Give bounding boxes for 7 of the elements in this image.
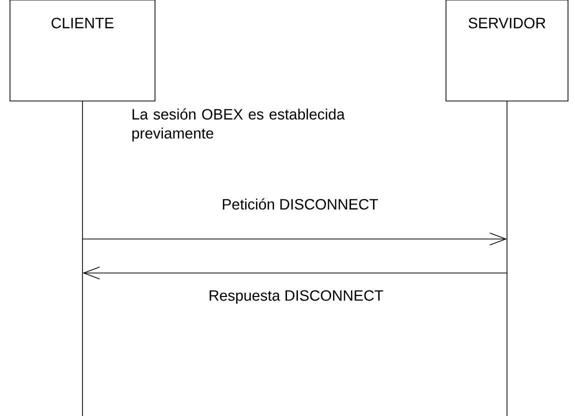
note-text: La sesión OBEX es establecida previamente (132, 108, 345, 142)
participant-box: CLIENTE (10, 0, 156, 102)
participant-box: SERVIDOR (446, 0, 568, 102)
message-arrow (82, 232, 507, 246)
message-arrow (82, 266, 508, 280)
message-label: Petición DISCONNECT (222, 198, 378, 210)
message-label: Respuesta DISCONNECT (210, 290, 384, 304)
